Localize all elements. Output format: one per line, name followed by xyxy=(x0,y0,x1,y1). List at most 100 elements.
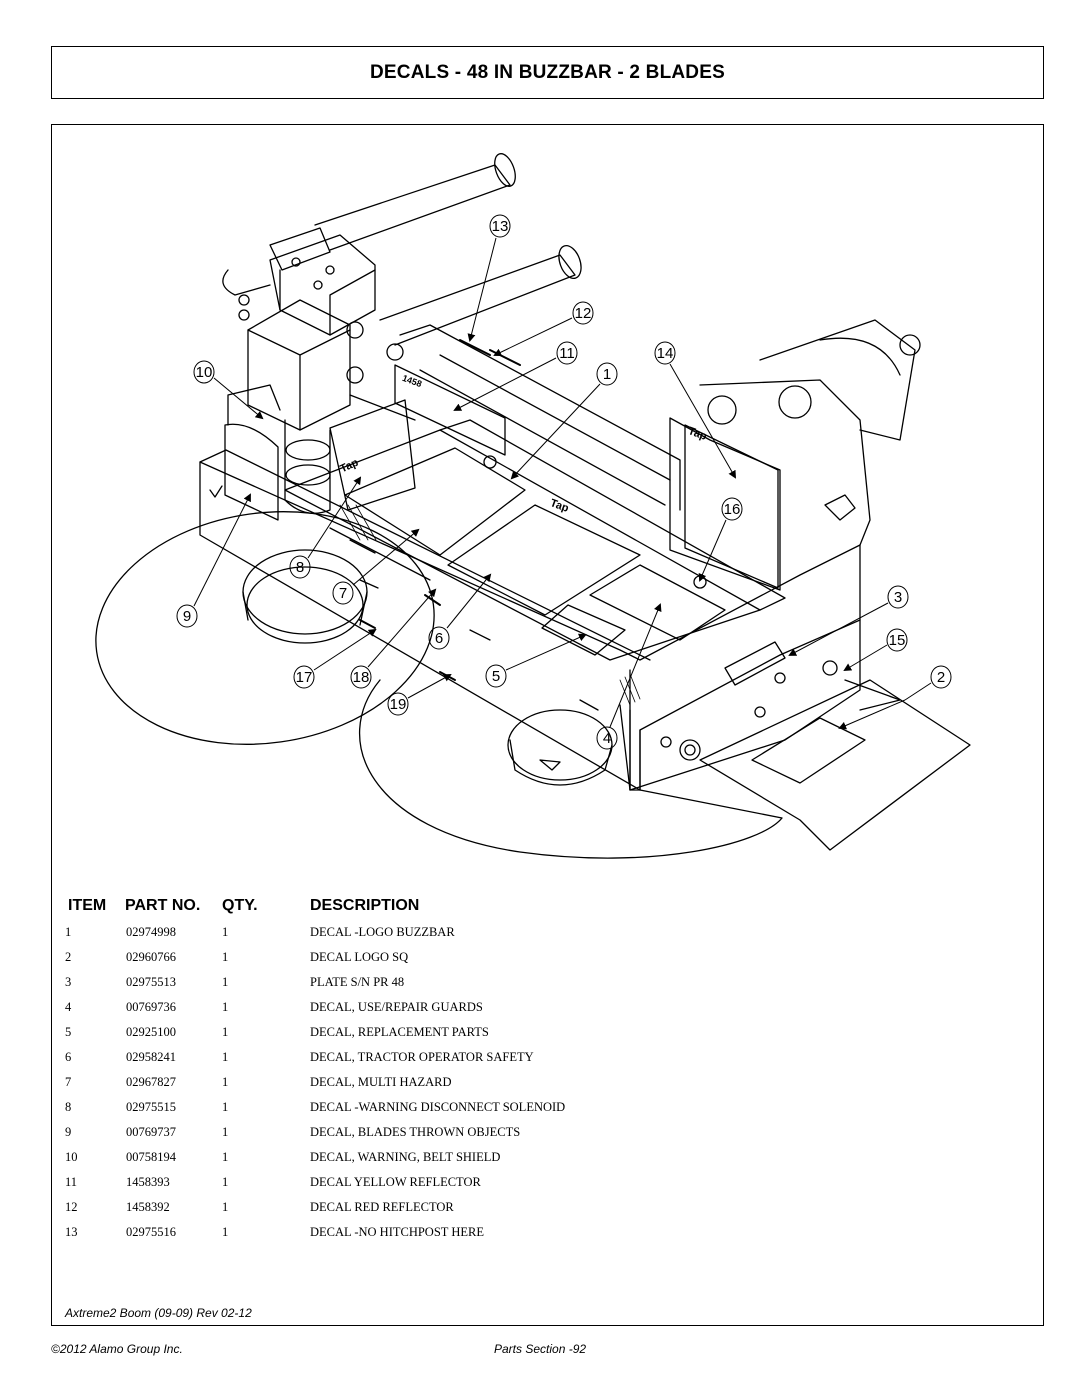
cell-part-no: 02975515 xyxy=(126,1100,176,1114)
callout-label: 8 xyxy=(296,559,304,576)
cell-qty: 1 xyxy=(222,1225,229,1239)
cell-item: 12 xyxy=(65,1200,78,1214)
cell-item: 5 xyxy=(65,1025,72,1039)
cell-item: 8 xyxy=(65,1100,72,1114)
callout-label: 16 xyxy=(724,501,741,518)
cell-part-no: 02925100 xyxy=(126,1025,176,1039)
cell-item: 1 xyxy=(65,925,72,939)
decal-11-plate xyxy=(394,364,506,456)
left-blade-disc xyxy=(95,511,435,745)
gearbox-column xyxy=(284,419,331,514)
callout-label: 5 xyxy=(492,668,500,685)
cell-qty: 1 xyxy=(222,950,229,964)
callout-18: 18 xyxy=(350,588,437,689)
cell-part-no: 02958241 xyxy=(126,1050,176,1064)
callout-12: 12 xyxy=(493,301,594,357)
right-blade-disc xyxy=(358,679,783,859)
cell-description: DECAL -NO HITCHPOST HERE xyxy=(310,1225,484,1239)
title-box: DECALS - 48 IN BUZZBAR - 2 BLADES xyxy=(51,46,1044,99)
decal-7-plate xyxy=(447,504,641,616)
cell-item: 2 xyxy=(65,950,72,964)
cell-description: DECAL, REPLACEMENT PARTS xyxy=(310,1025,489,1039)
content-frame xyxy=(51,124,1044,1326)
callout-label: 4 xyxy=(603,730,611,747)
callout-label: 9 xyxy=(183,608,191,625)
callout-label: 18 xyxy=(353,669,370,686)
cell-part-no: 00769736 xyxy=(126,1000,176,1014)
callout-14: 14 xyxy=(654,341,736,479)
cell-part-no: 02974998 xyxy=(126,925,176,939)
callout-label: 15 xyxy=(889,632,906,649)
cross-beam xyxy=(399,324,681,511)
lower-hydraulic-tube xyxy=(379,254,576,346)
cell-item: 11 xyxy=(65,1175,78,1189)
serial-plate xyxy=(724,641,786,686)
callout-4: 4 xyxy=(596,603,662,750)
decal-5-plate xyxy=(541,604,626,656)
cell-qty: 1 xyxy=(222,1100,229,1114)
cell-qty: 1 xyxy=(222,1125,229,1139)
callout-16: 16 xyxy=(698,497,743,582)
page-number: Parts Section -92 xyxy=(494,1342,587,1356)
cell-part-no: 1458393 xyxy=(126,1175,170,1189)
cell-part-no: 1458392 xyxy=(126,1200,170,1214)
cell-part-no: 02975516 xyxy=(126,1225,176,1239)
cell-qty: 1 xyxy=(222,1050,229,1064)
cell-qty: 1 xyxy=(222,1175,229,1189)
callout-5: 5 xyxy=(485,633,587,688)
cell-part-no: 02960766 xyxy=(126,950,176,964)
cell-description: DECAL LOGO SQ xyxy=(310,950,409,964)
cell-item: 6 xyxy=(65,1050,72,1064)
callout-17: 17 xyxy=(293,628,377,689)
callout-10: 10 xyxy=(193,360,264,420)
callout-3: 3 xyxy=(788,585,909,656)
cell-description: DECAL, USE/REPAIR GUARDS xyxy=(310,1000,483,1014)
callout-label: 12 xyxy=(575,305,592,322)
cell-qty: 1 xyxy=(222,975,229,989)
callout-15: 15 xyxy=(843,628,908,672)
cell-part-no: 00758194 xyxy=(126,1150,176,1164)
cell-item: 13 xyxy=(65,1225,78,1239)
upper-hydraulic-tube xyxy=(314,164,511,251)
callout-8: 8 xyxy=(289,476,362,579)
cell-qty: 1 xyxy=(222,925,229,939)
pivot-bolt xyxy=(707,395,737,425)
right-mount-plate xyxy=(669,417,781,591)
cell-part-no: 02975513 xyxy=(126,975,176,989)
decal-6-plate xyxy=(344,447,526,556)
page-title: DECALS - 48 IN BUZZBAR - 2 BLADES xyxy=(370,61,725,83)
cell-description: DECAL, WARNING, BELT SHIELD xyxy=(310,1150,501,1164)
cell-qty: 1 xyxy=(222,1000,229,1014)
cell-part-no: 00769737 xyxy=(126,1125,176,1139)
callout-label: 2 xyxy=(937,669,945,686)
col-header-item: ITEM xyxy=(68,897,107,914)
callout-label: 13 xyxy=(492,218,509,235)
cell-description: DECAL, MULTI HAZARD xyxy=(310,1075,452,1089)
callout-6: 6 xyxy=(428,573,492,650)
callout-13: 13 xyxy=(467,214,511,342)
cell-part-no: 02967827 xyxy=(126,1075,176,1089)
copyright: ©2012 Alamo Group Inc. xyxy=(51,1342,183,1356)
exploded-diagram xyxy=(95,153,971,859)
callouts: 13 12 11 14 1 10 16 8 7 3 9 6 15 17 18 5… xyxy=(176,214,952,750)
callout-label: 6 xyxy=(435,630,443,647)
decal-4-plate xyxy=(589,564,726,641)
callout-label: 14 xyxy=(657,345,674,362)
callout-label: 7 xyxy=(339,585,347,602)
cell-item: 10 xyxy=(65,1150,78,1164)
cell-item: 4 xyxy=(65,1000,72,1014)
doc-reference: Axtreme2 Boom (09-09) Rev 02-12 xyxy=(65,1306,252,1320)
callout-1: 1 xyxy=(510,362,618,480)
cell-description: DECAL YELLOW REFLECTOR xyxy=(310,1175,481,1189)
cell-description: DECAL -WARNING DISCONNECT SOLENOID xyxy=(310,1100,566,1114)
cell-description: DECAL -LOGO BUZZBAR xyxy=(310,925,455,939)
cell-description: PLATE S/N PR 48 xyxy=(310,975,405,989)
cell-qty: 1 xyxy=(222,1025,229,1039)
cell-qty: 1 xyxy=(222,1200,229,1214)
callout-2: 2 xyxy=(838,665,952,730)
callout-label: 3 xyxy=(894,589,902,606)
cell-qty: 1 xyxy=(222,1075,229,1089)
cell-description: DECAL, BLADES THROWN OBJECTS xyxy=(310,1125,521,1139)
cell-item: 9 xyxy=(65,1125,72,1139)
callout-11: 11 xyxy=(453,341,578,411)
